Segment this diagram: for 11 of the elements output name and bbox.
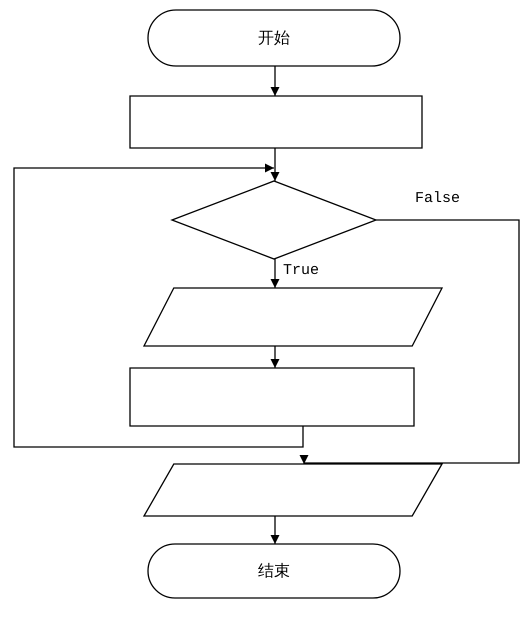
edge-label: False — [415, 190, 460, 207]
arrow — [300, 219, 520, 465]
arrow — [270, 259, 280, 288]
node-text: 结束 — [258, 560, 290, 582]
arrow — [270, 516, 280, 544]
arrow — [270, 148, 280, 181]
arrow — [13, 164, 304, 448]
node-text: 开始 — [258, 28, 290, 48]
arrow — [270, 346, 280, 368]
arrow — [270, 66, 280, 96]
edge-label: True — [283, 262, 320, 279]
